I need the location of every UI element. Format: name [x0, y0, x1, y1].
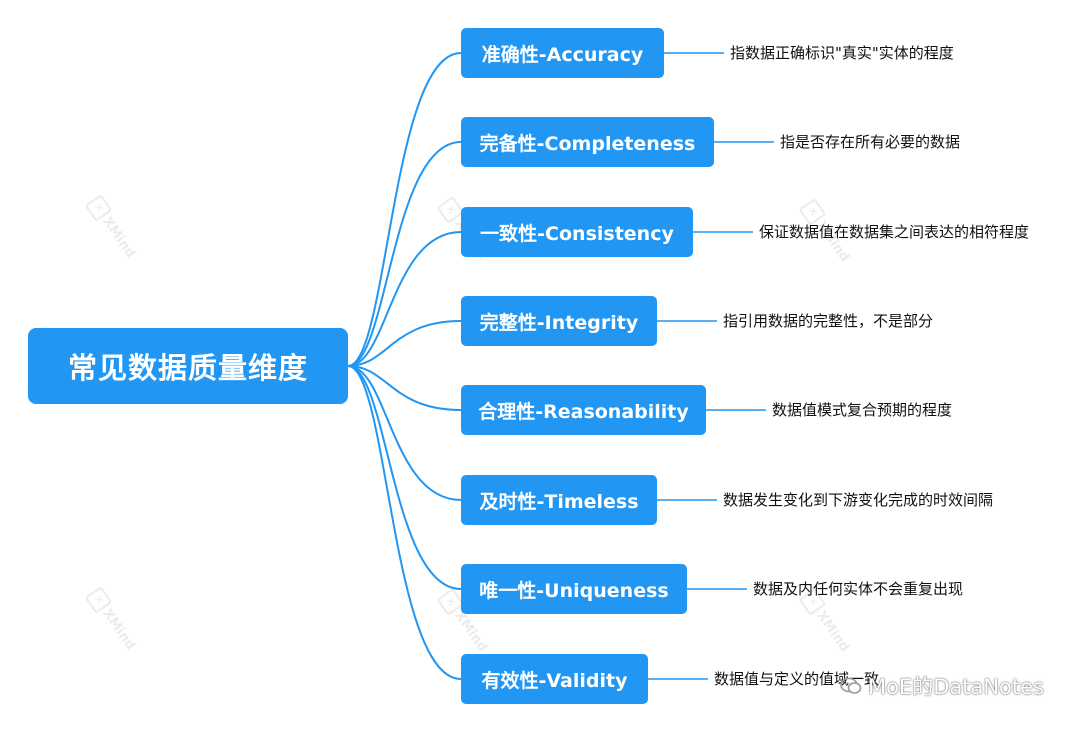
branch-topic-integrity[interactable]: 完整性-Integrity: [461, 296, 657, 346]
root-topic[interactable]: 常见数据质量维度: [28, 328, 348, 404]
leaf-topic-integrity[interactable]: 指引用数据的完整性，不是部分: [723, 312, 934, 330]
branch-connector: [347, 365, 462, 590]
wechat-chat-icon: [840, 677, 862, 694]
leaf-topic-consistency[interactable]: 保证数据值在数据集之间表达的相符程度: [759, 223, 1030, 241]
branch-connector: [347, 141, 462, 367]
root-connectors: [347, 52, 462, 680]
branch-topic-label: 一致性-Consistency: [480, 222, 674, 245]
branch-topic-label: 唯一性-Uniqueness: [479, 579, 669, 602]
leaf-topic-accuracy[interactable]: 指数据正确标识"真实"实体的程度: [730, 44, 954, 62]
leaf-topic-uniqueness[interactable]: 数据及内任何实体不会重复出现: [753, 580, 964, 598]
branch-topic-label: 合理性-Reasonability: [478, 400, 689, 423]
branch-connector: [347, 52, 462, 367]
branch-connector: [347, 365, 462, 411]
leaf-connectors: [648, 52, 774, 680]
branch-topic-label: 完备性-Completeness: [479, 132, 696, 155]
branch-topic-accuracy[interactable]: 准确性-Accuracy: [461, 28, 664, 78]
leaf-topic-timeless[interactable]: 数据发生变化到下游变化完成的时效间隔: [723, 491, 994, 509]
branch-topic-timeless[interactable]: 及时性-Timeless: [461, 475, 657, 525]
branch-topic-label: 及时性-Timeless: [479, 490, 639, 513]
branch-topic-uniqueness[interactable]: 唯一性-Uniqueness: [461, 564, 687, 614]
credit-text: MoE的DataNotes: [867, 675, 1044, 699]
branch-topic-validity[interactable]: 有效性-Validity: [461, 654, 648, 704]
leaf-topic-reasonability[interactable]: 数据值模式复合预期的程度: [772, 401, 953, 419]
branch-connector: [347, 231, 462, 367]
branch-topic-label: 完整性-Integrity: [479, 311, 639, 334]
branch-connector: [347, 365, 462, 680]
branch-topic-consistency[interactable]: 一致性-Consistency: [461, 207, 693, 257]
leaf-topic-validity[interactable]: 数据值与定义的值域一致: [714, 670, 880, 688]
branch-topic-label: 有效性-Validity: [481, 669, 628, 692]
leaf-topic-completeness[interactable]: 指是否存在所有必要的数据: [780, 133, 961, 151]
wechat-credit: MoE的DataNotes: [840, 671, 1044, 701]
branch-topic-completeness[interactable]: 完备性-Completeness: [461, 117, 714, 167]
branch-topic-reasonability[interactable]: 合理性-Reasonability: [461, 385, 706, 435]
branch-connector: [347, 320, 462, 367]
branch-connector: [347, 365, 462, 501]
root-topic-label: 常见数据质量维度: [67, 351, 308, 385]
branch-topic-label: 准确性-Accuracy: [481, 43, 644, 66]
